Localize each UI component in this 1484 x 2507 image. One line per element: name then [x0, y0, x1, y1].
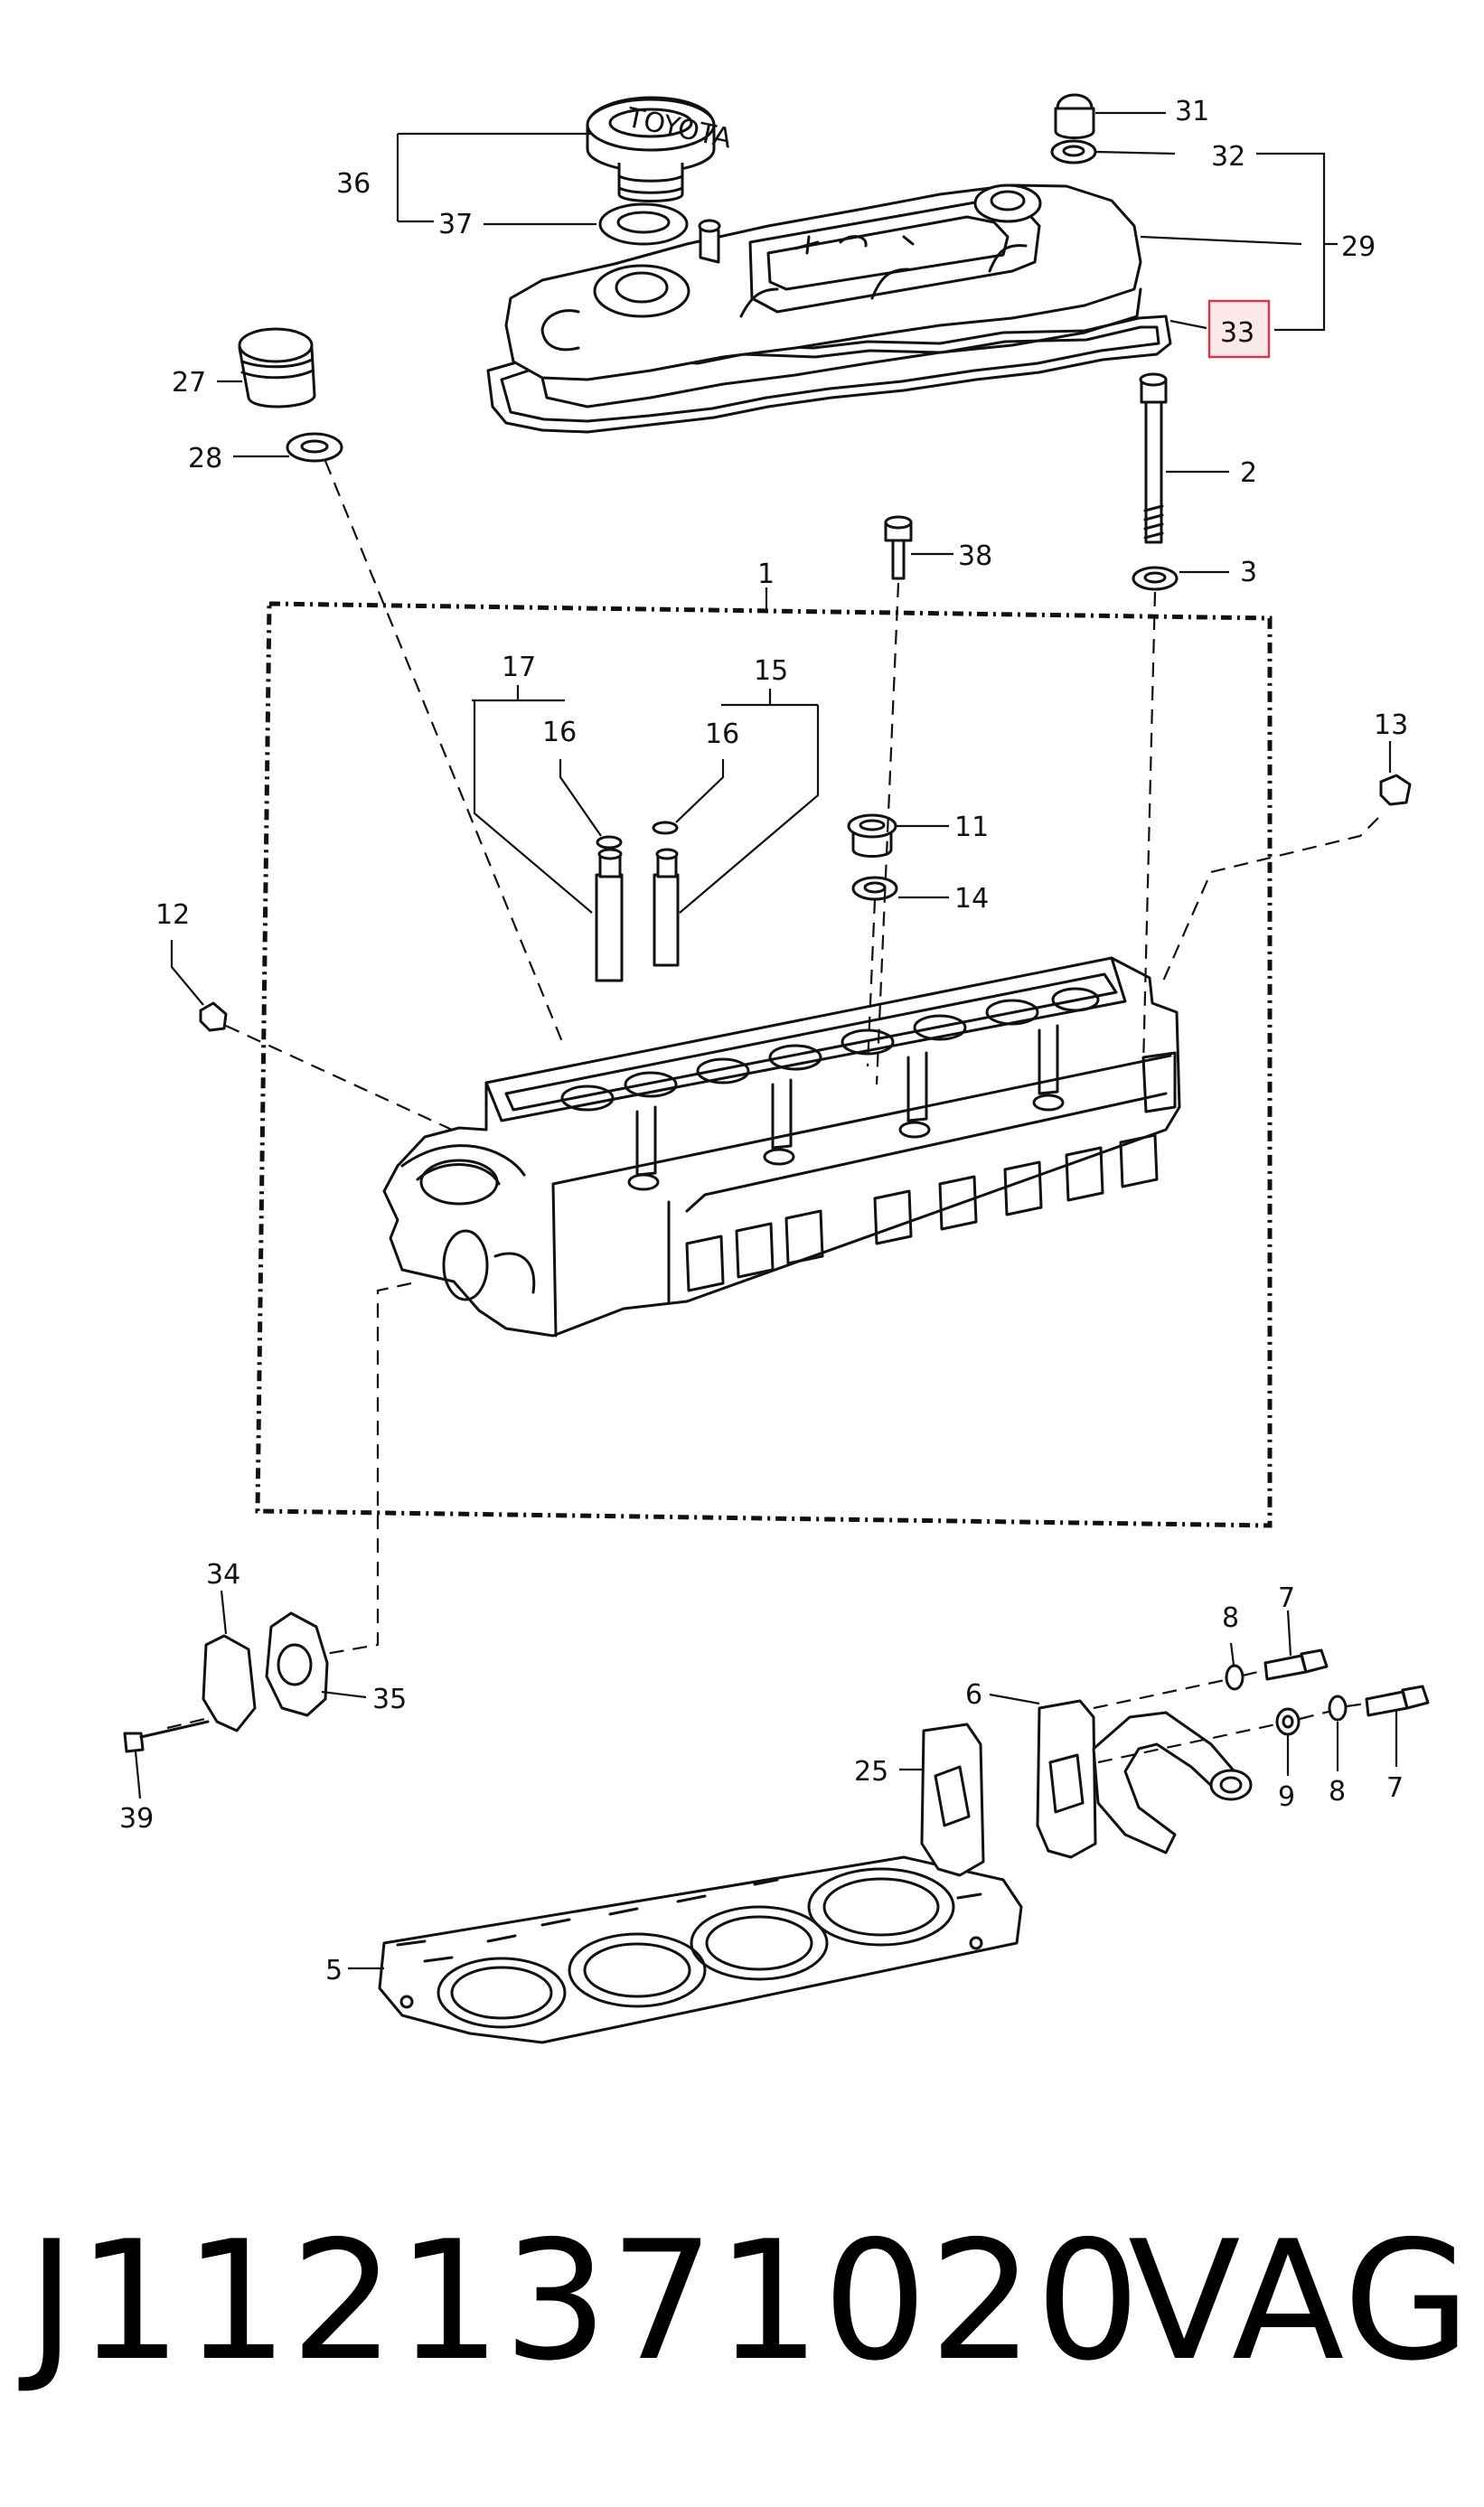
leader-7a — [1286, 1610, 1292, 1657]
head-bolt — [1139, 372, 1168, 544]
callout-13[interactable]: 13 — [1374, 709, 1408, 741]
callout-8-top[interactable]: 8 — [1222, 1602, 1239, 1634]
callout-11[interactable]: 11 — [954, 812, 989, 843]
valve-guide-left — [595, 835, 624, 982]
callout-7-top[interactable]: 7 — [1278, 1582, 1295, 1614]
bushing-gasket — [286, 432, 343, 463]
stud-left — [199, 1001, 228, 1032]
leader-dash-plug — [866, 898, 877, 1067]
bolt-washer — [1132, 566, 1179, 591]
leader-16b — [675, 759, 725, 823]
callout-31[interactable]: 31 — [1175, 96, 1209, 127]
bushing — [238, 327, 316, 408]
callout-2[interactable]: 2 — [1240, 457, 1257, 489]
leader-dash-stud-right — [1160, 817, 1379, 986]
callout-12[interactable]: 12 — [155, 899, 190, 931]
footer: J1121371020 VAG — [0, 2205, 1484, 2476]
plate-screw — [123, 1720, 210, 1753]
water-outlet — [1036, 1699, 1253, 1859]
leader-39 — [134, 1751, 142, 1799]
seal-washer — [1050, 139, 1097, 164]
callout-8-bottom[interactable]: 8 — [1329, 1776, 1346, 1807]
callout-7-bottom[interactable]: 7 — [1386, 1772, 1404, 1804]
cap-nut — [1054, 93, 1095, 139]
leader-36 — [396, 132, 592, 223]
leader-dash-bolt — [1141, 591, 1157, 1067]
outlet-bolt-top — [1263, 1648, 1329, 1681]
valve-cover — [504, 183, 1142, 408]
callout-33[interactable]: 33 — [1220, 317, 1254, 349]
leader-16a — [559, 759, 602, 837]
leader-34 — [220, 1590, 228, 1635]
callout-37[interactable]: 37 — [438, 209, 473, 240]
plug — [847, 813, 897, 858]
leader-33 — [1169, 319, 1207, 330]
leader-8a — [1229, 1642, 1235, 1666]
callout-27[interactable]: 27 — [172, 367, 206, 399]
callout-39[interactable]: 39 — [119, 1803, 154, 1835]
outlet-gasket — [920, 1723, 985, 1877]
outlet-bolt-bottom — [1365, 1685, 1430, 1717]
callout-14[interactable]: 14 — [954, 883, 989, 915]
callout-38[interactable]: 38 — [958, 540, 992, 572]
leader-29 — [1140, 235, 1338, 246]
callout-32[interactable]: 32 — [1211, 141, 1245, 173]
oil-filler-cap: TOYOTA — [586, 96, 735, 202]
callout-34[interactable]: 34 — [206, 1559, 240, 1591]
leader-dash-plate — [324, 1282, 412, 1656]
callout-9[interactable]: 9 — [1278, 1781, 1295, 1813]
callout-28[interactable]: 28 — [188, 443, 222, 474]
leader-35 — [321, 1690, 367, 1699]
stud-right — [1379, 774, 1412, 806]
small-bolt — [884, 515, 913, 580]
plate-gasket — [265, 1611, 329, 1717]
callout-6[interactable]: 6 — [965, 1679, 982, 1711]
callout-1[interactable]: 1 — [757, 559, 775, 590]
leader-dash-bushing — [324, 460, 567, 1049]
plug-washer — [851, 876, 898, 901]
leader-12 — [170, 940, 204, 1006]
washer-mid — [1275, 1707, 1301, 1736]
brand-name: VAG — [1128, 2205, 1473, 2397]
leader-dash-screw — [166, 1715, 213, 1730]
cylinder-head — [382, 956, 1181, 1338]
leader-17 — [472, 685, 593, 914]
callout-16-left[interactable]: 16 — [542, 717, 577, 748]
callout-36[interactable]: 36 — [336, 168, 371, 200]
filler-cap-gasket — [598, 202, 689, 246]
leader-dash-bolt-top — [1093, 1668, 1266, 1710]
leader-15 — [679, 689, 820, 914]
callout-16-right[interactable]: 16 — [705, 718, 739, 750]
washer-right — [1328, 1695, 1348, 1722]
callout-3[interactable]: 3 — [1240, 557, 1257, 588]
valve-guide-right — [652, 821, 680, 967]
callout-25[interactable]: 25 — [854, 1756, 888, 1788]
highlight-box-33 — [1207, 299, 1271, 359]
leader-dash-small-bolt — [875, 582, 900, 1085]
callout-29[interactable]: 29 — [1341, 231, 1376, 263]
callout-5[interactable]: 5 — [325, 1955, 343, 1986]
assembly-box — [255, 601, 1273, 1528]
washer-top — [1225, 1664, 1244, 1691]
leader-32 — [1094, 150, 1326, 332]
callout-15[interactable]: 15 — [754, 655, 788, 687]
callout-17[interactable]: 17 — [502, 652, 536, 683]
part-number: J1121371020 — [27, 2205, 1142, 2397]
leader-6 — [989, 1693, 1040, 1705]
leader-dash-bolt-bottom — [1097, 1702, 1367, 1764]
head-gasket — [378, 1855, 1023, 2044]
callout-35[interactable]: 35 — [372, 1684, 407, 1715]
cover-plate — [202, 1634, 257, 1732]
leader-dash-stud-left — [225, 1025, 453, 1131]
